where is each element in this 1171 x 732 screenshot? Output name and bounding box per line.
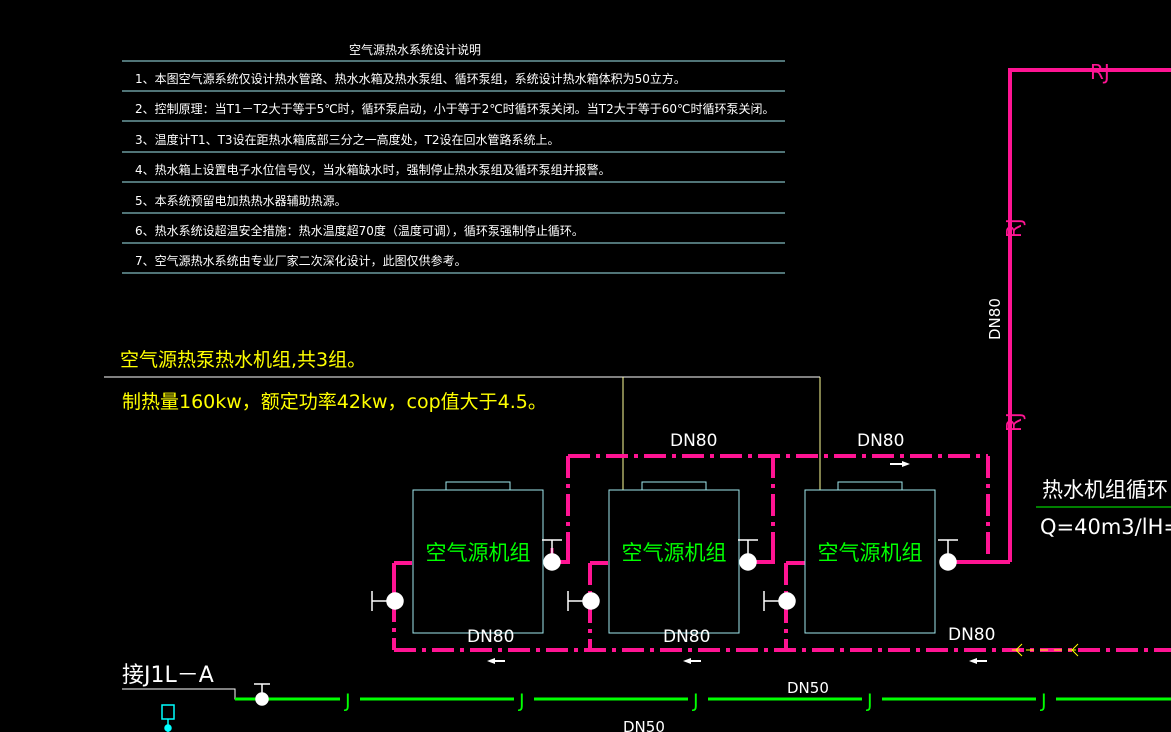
- unit-label: 空气源机组: [426, 541, 531, 565]
- circulation-flow: Q=40m3/lH=1C: [1040, 515, 1171, 539]
- heat-pump-line2: 制热量160kw，额定功率42kw，cop值大于4.5。: [122, 391, 547, 413]
- note-item: 1、本图空气源系统仅设计热水管路、热水水箱及热水泵组、循环泵组，系统设计热水箱体…: [135, 71, 686, 86]
- arrow-left-icon: [969, 658, 977, 664]
- pipe-labels: DN80 DN80 DN80 DN80 DN80 DN80 RJ RJ RJ: [467, 60, 1110, 647]
- design-notes: 空气源热水系统设计说明 1、本图空气源系统仅设计热水管路、热水水箱及热水泵组、循…: [122, 42, 785, 274]
- valve-icon: [254, 683, 270, 706]
- pipe-code-label: RJ: [1002, 412, 1026, 432]
- unit-top-fitting: [641, 481, 707, 491]
- unit-3: 空气源机组: [804, 481, 936, 634]
- circulation-note: 热水机组循环 Q=40m3/lH=1C: [1036, 478, 1171, 539]
- valve-icon: [567, 591, 600, 611]
- connection-label: 接J1L－A: [122, 663, 214, 688]
- unit-top-fitting: [837, 481, 903, 491]
- note-item: 7、空气源热水系统由专业厂家二次深化设计，此图仅供参考。: [135, 253, 467, 268]
- unit-2: 空气源机组: [608, 481, 740, 634]
- note-item: 3、温度计T1、T3设在距热水箱底部三分之一高度处，T2设在回水管路系统上。: [135, 132, 560, 147]
- valve-icon: [371, 591, 404, 611]
- circulation-title: 热水机组循环: [1042, 478, 1168, 502]
- flow-arrows: [487, 461, 987, 664]
- flow-direction-marks: [1012, 643, 1080, 657]
- arrow-left-icon: [683, 658, 691, 664]
- pipe-code-label: J: [344, 690, 351, 712]
- unit-1: 空气源机组: [412, 481, 544, 634]
- pipe-size-label: DN80: [663, 627, 710, 647]
- arrow-left-icon-tail: [977, 660, 987, 662]
- heat-pump-line1: 空气源热泵热水机组,共3组。: [120, 349, 366, 371]
- pipe-code-label: RJ: [1002, 218, 1026, 238]
- unit-top-fitting: [445, 481, 511, 491]
- pipe-code-label: J: [518, 690, 525, 712]
- unit-label: 空气源机组: [818, 541, 923, 565]
- note-item: 5、本系统预留电加热热水器辅助热源。: [135, 194, 347, 208]
- arrow-left-icon: [487, 658, 495, 664]
- pipe-size-label: DN80: [948, 625, 995, 645]
- notes-title: 空气源热水系统设计说明: [349, 42, 481, 57]
- unit-label: 空气源机组: [622, 541, 727, 565]
- pipe-code-label: J: [866, 690, 873, 712]
- valve-icon: [763, 591, 796, 611]
- valves: [371, 539, 958, 611]
- arrow-right-icon-tail: [890, 463, 902, 465]
- meter-icon: [161, 704, 175, 732]
- hot-water-pipes: [392, 68, 1171, 652]
- arrow-right-icon: [902, 461, 910, 467]
- valve-icon: [542, 539, 562, 571]
- note-item: 4、热水箱上设置电子水位信号仪，当水箱缺水时，强制停止热水泵组及循环泵组并报警。: [135, 162, 611, 177]
- pipe-code-label: J: [1040, 690, 1047, 712]
- pipe-size-label: DN80: [467, 627, 514, 647]
- pipe-size-label: DN80: [670, 431, 717, 451]
- pipe-size-label: DN50: [787, 679, 829, 697]
- pipe-code-label: J: [692, 690, 699, 712]
- valve-icon: [938, 539, 958, 571]
- heat-pump-description: 空气源热泵热水机组,共3组。 制热量160kw，额定功率42kw，cop值大于4…: [104, 349, 821, 490]
- arrow-left-icon-tail: [495, 660, 505, 662]
- pipe-size-label: DN80: [986, 298, 1004, 340]
- pipe-code-label: RJ: [1090, 60, 1110, 84]
- cold-water-line: J J J J J DN50 DN50 接J1L－A: [122, 663, 1171, 732]
- valve-icon: [738, 539, 758, 571]
- pipe-size-label: DN80: [857, 431, 904, 451]
- arrow-left-icon-tail: [691, 660, 701, 662]
- note-item: 2、控制原理：当T1－T2大于等于5℃时，循环泵启动，小于等于2℃时循环泵关闭。…: [135, 102, 775, 116]
- pipe-size-label: DN50: [623, 718, 665, 732]
- note-item: 6、热水系统设超温安全措施：热水温度超70度（温度可调），循环泵强制停止循环。: [135, 223, 584, 238]
